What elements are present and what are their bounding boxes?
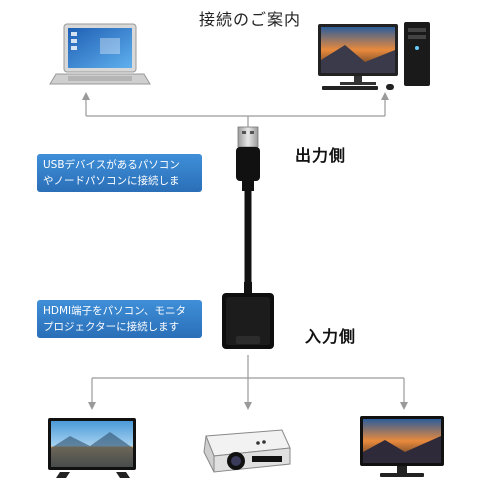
- usb-callout-line-1: USBデバイスがあるパソコン: [43, 159, 180, 171]
- up-arrow-icon: [82, 92, 389, 100]
- bottom-connector-lines: [91, 355, 405, 402]
- usb-callout: USBデバイスがあるパソコン やノードパソコンに接続しま: [37, 154, 202, 192]
- hdmi-callout: HDMI端子をパソコン、モニタ プロジェクターに接続します: [37, 300, 202, 338]
- desktop-pc-icon: [318, 22, 430, 90]
- laptop-icon: [49, 23, 151, 85]
- projector-icon: [203, 429, 291, 473]
- hdmi-callout-line-1: HDMI端子をパソコン、モニタ: [43, 305, 187, 317]
- monitor-icon: [360, 416, 444, 477]
- output-side-label: 出力側: [295, 146, 347, 165]
- hdmi-adapter-icon: [222, 293, 274, 349]
- television-icon: [48, 418, 136, 478]
- page-title: 接続のご案内: [198, 10, 301, 29]
- input-side-label: 入力側: [305, 327, 357, 346]
- hdmi-callout-line-2: プロジェクターに接続します: [43, 321, 180, 333]
- usb-plug-icon: [236, 126, 260, 191]
- down-arrow-icon: [88, 402, 408, 410]
- usb-callout-line-2: やノードパソコンに接続しま: [43, 175, 180, 187]
- strain-relief: [244, 282, 252, 294]
- top-connector-lines: [85, 98, 386, 132]
